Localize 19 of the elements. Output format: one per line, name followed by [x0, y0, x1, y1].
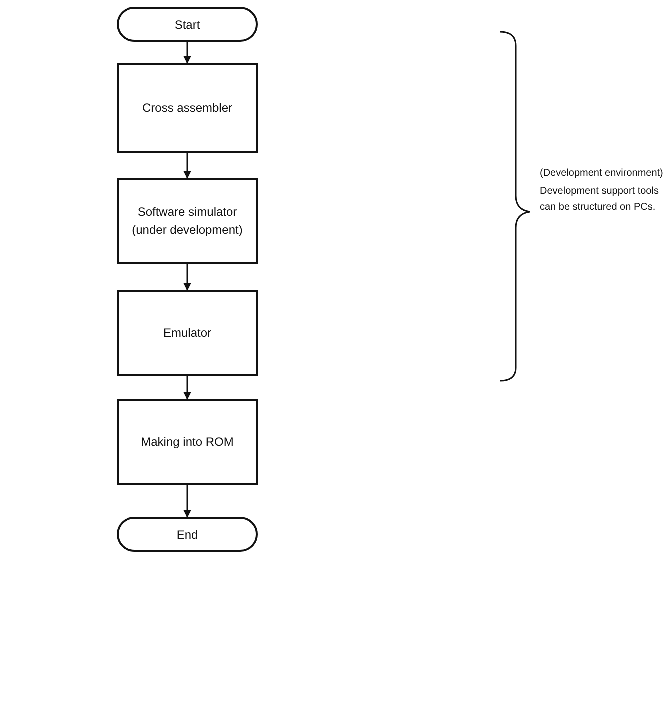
terminator-shape	[117, 517, 258, 552]
arrow	[184, 264, 192, 291]
node-label: Start	[174, 16, 202, 34]
terminator-shape	[117, 7, 258, 42]
arrow	[184, 376, 192, 400]
annotation-heading: (Development environment)	[540, 167, 664, 181]
process-box	[117, 63, 258, 153]
arrow	[184, 485, 192, 518]
process-box	[117, 399, 258, 485]
process-box	[117, 290, 258, 376]
node-label: Making into ROM	[140, 434, 235, 451]
process-box	[117, 178, 258, 264]
node-label: Software simulator (under development)	[131, 204, 244, 239]
annotation-text: Development support tools can be structured on PCs.	[540, 185, 660, 215]
arrow	[184, 153, 192, 179]
node-label: Emulator	[162, 325, 213, 342]
node-label: End	[176, 526, 200, 544]
node-label: Cross assembler	[141, 100, 234, 117]
arrow	[184, 42, 192, 64]
